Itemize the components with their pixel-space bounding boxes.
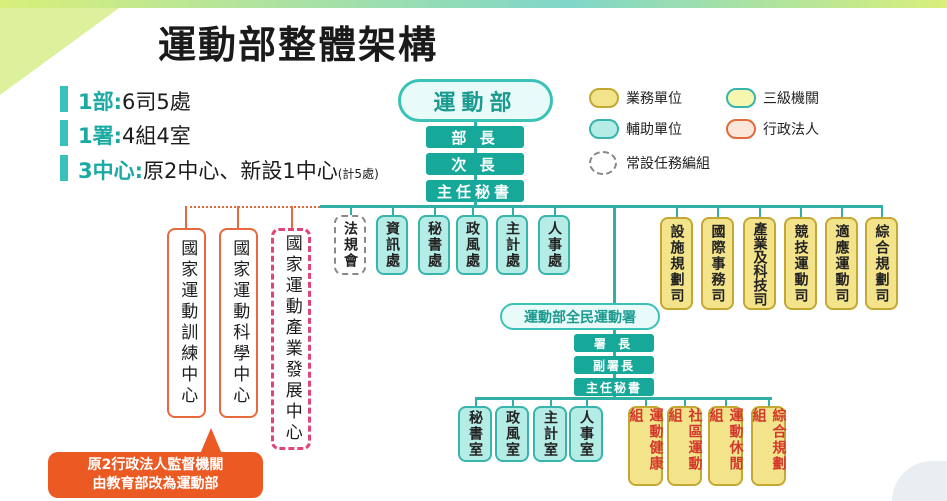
aux-office-information: 資訊處 [376,215,408,275]
connector-taskforce [350,206,352,216]
connector-division-1 [645,397,647,407]
agency-personnel-office: 人事室 [569,406,603,462]
deputy-minister-bar: 次 長 [426,153,524,175]
aux-office-personnel: 人事處 [538,215,570,275]
summary-bar-1 [60,86,68,112]
aux-office-secretariat: 秘書處 [418,215,450,275]
connector-agency-aux-2 [512,397,514,407]
dept-comprehensive-planning: 綜合規劃司 [865,217,898,310]
legend-swatch-third-level [726,88,756,108]
taskforce-legal: 法規會 [334,215,366,275]
legend-label-administrative-corp: 行政法人 [763,122,819,138]
agency-director-bar: 署 長 [574,334,654,352]
aux-office-ethics: 政風處 [456,215,488,275]
connector-aux-4 [512,206,514,216]
legend-swatch-business [589,88,619,108]
connector-dept-5 [841,206,843,218]
connector-dept-4 [800,206,802,218]
legend-label-third-level: 三級機關 [763,91,819,107]
connector-division-4 [768,397,770,407]
chief-secretary-bar: 主任秘書 [426,180,524,202]
center-connector-2 [237,206,239,228]
connector-dept-1 [676,206,678,218]
center-science: 國家運動科學中心 [219,228,258,418]
summary-bar-3 [60,155,68,181]
connector-agency-aux-1 [475,397,477,407]
division-community-sports: 社區運動組 [667,406,703,486]
legend-swatch-auxiliary [589,119,619,139]
summary-bar-2 [60,120,68,146]
connector-aux-1 [392,206,394,216]
connector-aux-2 [434,206,436,216]
summary-line-3: 3中心:原2中心、新設1中心(計5處) [78,159,379,183]
agency-accounting-office: 主計室 [533,406,567,462]
callout-pointer [200,428,222,454]
connector-aux-5 [554,206,556,216]
legend-label-business: 業務單位 [626,91,682,107]
dept-competitive-sports: 競技運動司 [784,217,817,310]
center-industry: 國家運動產業發展中心 [271,228,311,450]
agency-secretariat-office: 秘書室 [458,406,492,462]
agency-deputy-director-bar: 副署長 [574,356,654,374]
legend-swatch-administrative-corp [726,119,756,139]
connector-agency-aux-3 [550,397,552,407]
minister-bar: 部 長 [426,126,524,148]
connector-dept-6 [881,206,883,218]
summary-line-2: 1署:4組4室 [78,124,191,148]
division-sports-health: 運動健康組 [628,406,664,486]
centers-bus-line [185,206,320,208]
dept-international-affairs: 國際事務司 [701,217,734,310]
corner-decoration-bottom [892,461,947,501]
connector-agency-aux-4 [586,397,588,407]
agency-bus-line [475,397,772,400]
agency-connector [613,206,616,304]
connector-dept-2 [717,206,719,218]
connector-dept-3 [759,206,761,218]
bus-connector [474,200,477,208]
page-title: 運動部整體架構 [158,23,439,67]
aux-office-accounting: 主計處 [496,215,528,275]
division-comprehensive-planning: 綜合規劃組 [751,406,787,486]
agency-title: 運動部全民運動署 [500,303,660,330]
agency-chief-secretary-bar: 主任秘書 [574,378,654,396]
supervision-callout: 原2行政法人監督機關由教育部改為運動部 [48,452,263,498]
dept-adaptive-sports: 適應運動司 [825,217,858,310]
legend-swatch-taskforce [589,151,617,175]
main-bus-line [320,205,883,208]
connector-division-2 [684,397,686,407]
dept-industry-technology: 產業及科技司 [743,217,776,310]
connector-division-3 [725,397,727,407]
division-sports-leisure: 運動休閒組 [708,406,744,486]
agency-ethics-office: 政風室 [495,406,529,462]
center-connector-1 [185,206,187,228]
legend-label-taskforce: 常設任務編組 [626,156,710,172]
corner-decoration [0,0,130,95]
center-connector-3 [291,206,293,228]
dept-facilities-planning: 設施規劃司 [660,217,693,310]
top-band [0,0,947,8]
legend-label-auxiliary: 輔助單位 [626,122,682,138]
summary-line-1: 1部:6司5處 [78,90,191,114]
center-training: 國家運動訓練中心 [167,228,206,418]
ministry-title: 運動部 [398,79,553,122]
connector-aux-3 [472,206,474,216]
